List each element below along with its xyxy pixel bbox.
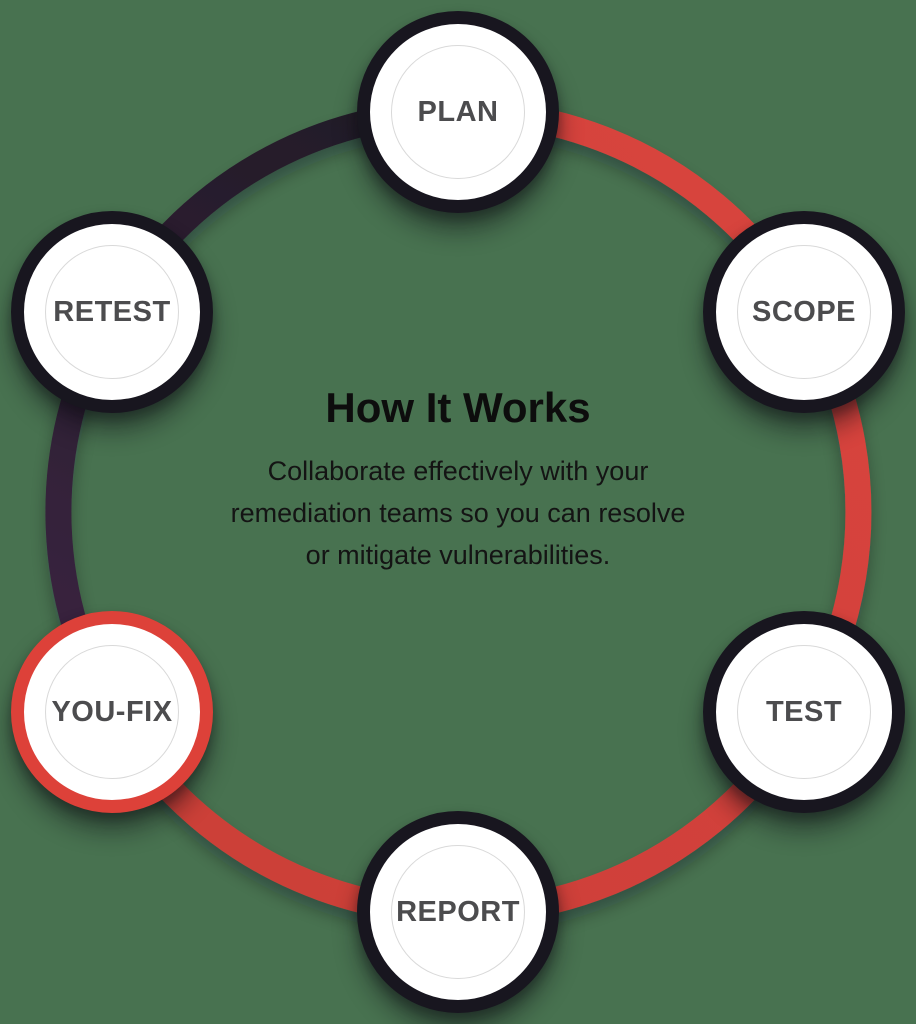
description-line-3: or mitigate vulnerabilities. [305, 540, 611, 571]
description-line-1: Collaborate effectively with your [267, 456, 649, 487]
node-plan: PLAN [357, 11, 559, 213]
node-scope-label: SCOPE [751, 295, 857, 328]
node-test: TEST [703, 611, 905, 813]
node-you-fix: YOU-FIX [11, 611, 213, 813]
node-retest: RETEST [11, 211, 213, 413]
node-plan-label: PLAN [417, 95, 499, 128]
node-you-fix-label: YOU-FIX [51, 695, 173, 728]
description-line-2: remediation teams so you can resolve [230, 498, 686, 529]
node-report: REPORT [357, 811, 559, 1013]
node-retest-label: RETEST [53, 295, 171, 328]
diagram-description: Collaborate effectively with your remedi… [158, 450, 758, 576]
node-scope: SCOPE [703, 211, 905, 413]
center-text: How It Works Collaborate effectively wit… [158, 384, 758, 576]
node-test-label: TEST [765, 695, 843, 728]
diagram-title: How It Works [325, 384, 591, 431]
node-report-label: REPORT [396, 895, 520, 928]
